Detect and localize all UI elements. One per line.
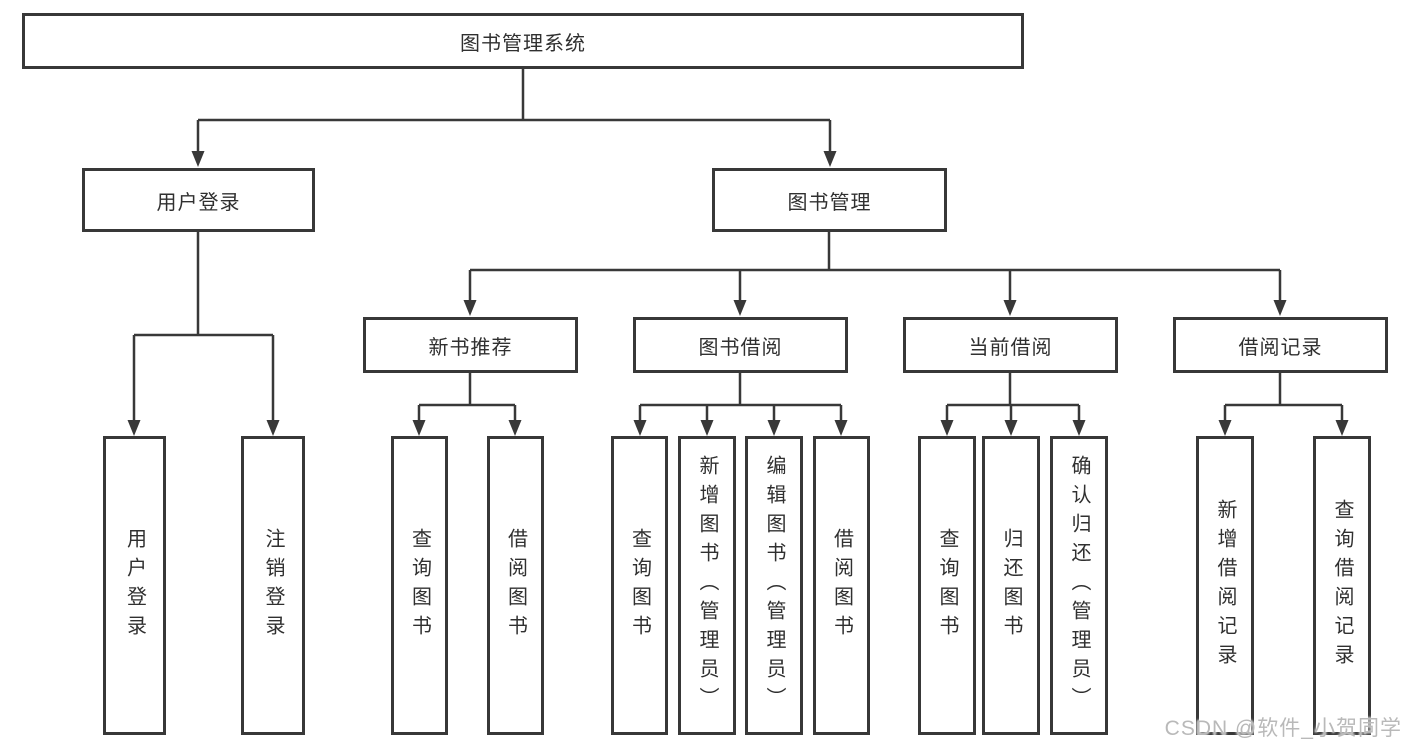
connector-book-mgmt-fork bbox=[463, 232, 1287, 316]
node-user-login-group-label: 用户登录 bbox=[156, 191, 241, 214]
connector-user-login-fork bbox=[127, 232, 280, 436]
arrowhead bbox=[266, 420, 280, 436]
arrowhead bbox=[940, 420, 954, 436]
node-borrow-records: 借阅记录 bbox=[1173, 317, 1388, 373]
leaf-logout: 注销登录 bbox=[241, 436, 305, 735]
leaf-add-record: 新增借阅记录 bbox=[1196, 436, 1254, 735]
node-user-login-group: 用户登录 bbox=[82, 168, 315, 232]
connector-book-borrow-fork bbox=[633, 372, 848, 436]
leaf-user-login-label: 用户登录 bbox=[123, 527, 146, 644]
arrowhead bbox=[412, 420, 426, 436]
leaf-query-book-3-label: 查询图书 bbox=[936, 527, 958, 644]
arrowhead bbox=[463, 300, 477, 316]
node-borrow-records-label: 借阅记录 bbox=[1238, 336, 1323, 359]
leaf-confirm-return-label: 确认归还（管理员） bbox=[1068, 455, 1090, 716]
leaf-borrow-book-1: 借阅图书 bbox=[487, 436, 544, 735]
arrowhead bbox=[127, 420, 141, 436]
leaf-query-book-1: 查询图书 bbox=[391, 436, 448, 735]
node-book-borrow: 图书借阅 bbox=[633, 317, 848, 373]
node-current-borrow-label: 当前借阅 bbox=[968, 336, 1053, 359]
leaf-query-book-1-label: 查询图书 bbox=[408, 527, 431, 644]
leaf-edit-book: 编辑图书（管理员） bbox=[745, 436, 803, 735]
leaf-add-record-label: 新增借阅记录 bbox=[1214, 498, 1236, 673]
arrowhead bbox=[834, 420, 848, 436]
connector-borrow-records-fork bbox=[1218, 372, 1349, 436]
leaf-borrow-book-1-label: 借阅图书 bbox=[504, 527, 527, 644]
leaf-confirm-return: 确认归还（管理员） bbox=[1050, 436, 1108, 735]
leaf-borrow-book-2-label: 借阅图书 bbox=[830, 527, 853, 644]
csdn-watermark: CSDN @软件_小贺同学 bbox=[1164, 717, 1402, 740]
node-root: 图书管理系统 bbox=[22, 13, 1024, 69]
connector-root-to-level2 bbox=[191, 69, 837, 167]
arrowhead bbox=[633, 420, 647, 436]
leaf-return-book-label: 归还图书 bbox=[1000, 527, 1022, 644]
arrowhead bbox=[1072, 420, 1086, 436]
leaf-query-record: 查询借阅记录 bbox=[1313, 436, 1371, 735]
node-book-borrow-label: 图书借阅 bbox=[698, 336, 783, 359]
leaf-user-login: 用户登录 bbox=[103, 436, 166, 735]
arrowhead bbox=[1004, 420, 1018, 436]
leaf-query-book-2-label: 查询图书 bbox=[628, 527, 651, 644]
leaf-edit-book-label: 编辑图书（管理员） bbox=[763, 455, 785, 716]
arrowhead bbox=[191, 151, 205, 167]
node-new-book-rec: 新书推荐 bbox=[363, 317, 578, 373]
node-new-book-rec-label: 新书推荐 bbox=[428, 336, 513, 359]
arrowhead bbox=[700, 420, 714, 436]
leaf-add-book-label: 新增图书（管理员） bbox=[696, 455, 718, 716]
node-book-mgmt-group-label: 图书管理 bbox=[787, 191, 872, 214]
leaf-query-record-label: 查询借阅记录 bbox=[1331, 498, 1353, 673]
leaf-borrow-book-2: 借阅图书 bbox=[813, 436, 870, 735]
leaf-return-book: 归还图书 bbox=[982, 436, 1040, 735]
node-root-label: 图书管理系统 bbox=[460, 32, 586, 55]
connector-new-book-rec-fork bbox=[412, 372, 522, 436]
connector-current-borrow-fork bbox=[940, 372, 1086, 436]
leaf-query-book-2: 查询图书 bbox=[611, 436, 668, 735]
arrowhead bbox=[508, 420, 522, 436]
arrowhead bbox=[1273, 300, 1287, 316]
arrowhead bbox=[767, 420, 781, 436]
arrowhead bbox=[1003, 300, 1017, 316]
arrowhead bbox=[823, 151, 837, 167]
leaf-query-book-3: 查询图书 bbox=[918, 436, 976, 735]
arrowhead bbox=[1335, 420, 1349, 436]
arrowhead bbox=[1218, 420, 1232, 436]
node-book-mgmt-group: 图书管理 bbox=[712, 168, 947, 232]
node-current-borrow: 当前借阅 bbox=[903, 317, 1118, 373]
arrowhead bbox=[733, 300, 747, 316]
leaf-add-book: 新增图书（管理员） bbox=[678, 436, 736, 735]
leaf-logout-label: 注销登录 bbox=[262, 527, 284, 644]
